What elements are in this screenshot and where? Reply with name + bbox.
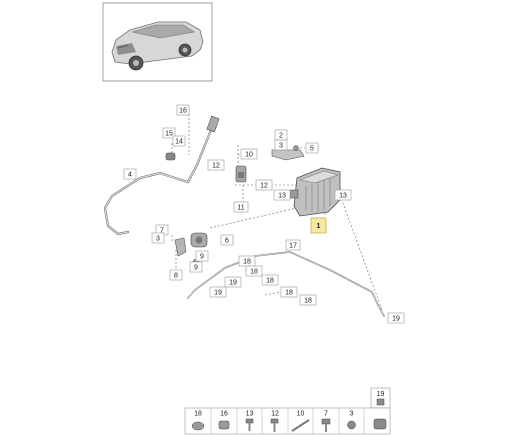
label-6: 6 bbox=[220, 234, 234, 246]
bolt-icon-12 bbox=[270, 418, 279, 432]
part-1-carbon-canister bbox=[289, 167, 341, 217]
svg-text:4: 4 bbox=[128, 172, 132, 179]
svg-text:16: 16 bbox=[220, 411, 228, 418]
svg-text:3: 3 bbox=[350, 411, 354, 418]
part-2-bracket bbox=[271, 145, 305, 161]
svg-text:9: 9 bbox=[194, 265, 198, 272]
screw-icon-3 bbox=[347, 420, 356, 430]
vehicle-thumbnail bbox=[102, 2, 213, 82]
screw-icon bbox=[245, 418, 254, 431]
label-12-upper: 12 bbox=[207, 159, 225, 171]
fasteners-legend: 19 18 16 13 12 10 7 3 bbox=[184, 387, 391, 435]
clip-icon bbox=[218, 420, 230, 430]
svg-text:6: 6 bbox=[225, 238, 229, 245]
svg-text:9: 9 bbox=[200, 254, 204, 261]
svg-text:12: 12 bbox=[260, 183, 268, 190]
svg-text:17: 17 bbox=[289, 243, 297, 250]
svg-text:10: 10 bbox=[245, 152, 253, 159]
label-5: 5 bbox=[305, 142, 319, 154]
label-19-a: 19 bbox=[224, 276, 242, 288]
car-icon bbox=[111, 21, 204, 71]
part-14-filler-tube bbox=[206, 115, 220, 133]
label-18-c: 18 bbox=[261, 274, 279, 286]
label-4: 4 bbox=[123, 168, 137, 180]
label-10: 10 bbox=[240, 148, 258, 160]
svg-text:3: 3 bbox=[156, 236, 160, 243]
hose-clip-icon bbox=[191, 421, 205, 431]
label-18-e: 18 bbox=[299, 294, 317, 306]
svg-text:2: 2 bbox=[279, 133, 283, 140]
part-6-pump bbox=[190, 232, 208, 248]
label-15: 15 bbox=[162, 127, 176, 139]
svg-text:3: 3 bbox=[279, 143, 283, 150]
label-3: 3 bbox=[274, 139, 288, 151]
bolt-icon bbox=[376, 398, 385, 406]
svg-text:19: 19 bbox=[229, 280, 237, 287]
svg-text:8: 8 bbox=[174, 273, 178, 280]
svg-text:7: 7 bbox=[160, 228, 164, 235]
svg-text:18: 18 bbox=[250, 269, 258, 276]
label-9-lower: 9 bbox=[189, 261, 203, 273]
svg-text:18: 18 bbox=[243, 259, 251, 266]
svg-text:14: 14 bbox=[175, 139, 183, 146]
svg-text:18: 18 bbox=[304, 298, 312, 305]
label-8: 8 bbox=[169, 269, 183, 281]
svg-text:18: 18 bbox=[194, 411, 202, 418]
label-12-lower: 12 bbox=[255, 179, 273, 191]
svg-text:18: 18 bbox=[266, 278, 274, 285]
part-labels: 16 15 14 2 3 5 10 12 bbox=[123, 104, 405, 324]
label-14: 14 bbox=[172, 135, 186, 147]
label-18-d: 18 bbox=[280, 286, 298, 298]
svg-text:13: 13 bbox=[339, 193, 347, 200]
part-11-valve bbox=[235, 165, 247, 183]
label-19-b: 19 bbox=[209, 286, 227, 298]
nut-icon bbox=[321, 418, 331, 432]
label-3b: 3 bbox=[151, 232, 165, 244]
svg-text:19: 19 bbox=[392, 316, 400, 323]
label-19-c: 19 bbox=[387, 312, 405, 324]
svg-text:19: 19 bbox=[214, 290, 222, 297]
svg-text:19: 19 bbox=[377, 391, 385, 398]
label-13-right: 13 bbox=[334, 189, 352, 201]
svg-text:16: 16 bbox=[179, 108, 187, 115]
label-9-upper: 9 bbox=[195, 250, 209, 262]
svg-text:12: 12 bbox=[212, 163, 220, 170]
label-1: 1 bbox=[310, 217, 327, 234]
part-15-clip bbox=[165, 152, 176, 161]
label-13-upper: 13 bbox=[273, 189, 291, 201]
label-18-b: 18 bbox=[245, 265, 263, 277]
label-2: 2 bbox=[274, 129, 288, 141]
part-7-bracket bbox=[174, 237, 187, 257]
svg-text:13: 13 bbox=[278, 193, 286, 200]
label-17: 17 bbox=[285, 239, 301, 251]
svg-text:13: 13 bbox=[246, 411, 254, 418]
label-11: 11 bbox=[233, 201, 249, 213]
label-16: 16 bbox=[176, 104, 190, 116]
svg-text:12: 12 bbox=[271, 411, 279, 418]
svg-text:10: 10 bbox=[297, 411, 305, 418]
svg-text:5: 5 bbox=[310, 146, 314, 153]
bolt-icon-19 bbox=[373, 418, 387, 430]
label-18-a: 18 bbox=[238, 255, 256, 267]
svg-text:18: 18 bbox=[285, 290, 293, 297]
long-bolt-icon bbox=[291, 419, 310, 432]
svg-text:7: 7 bbox=[324, 411, 328, 418]
svg-text:1: 1 bbox=[317, 223, 321, 230]
svg-text:15: 15 bbox=[165, 131, 173, 138]
svg-text:11: 11 bbox=[237, 205, 244, 212]
